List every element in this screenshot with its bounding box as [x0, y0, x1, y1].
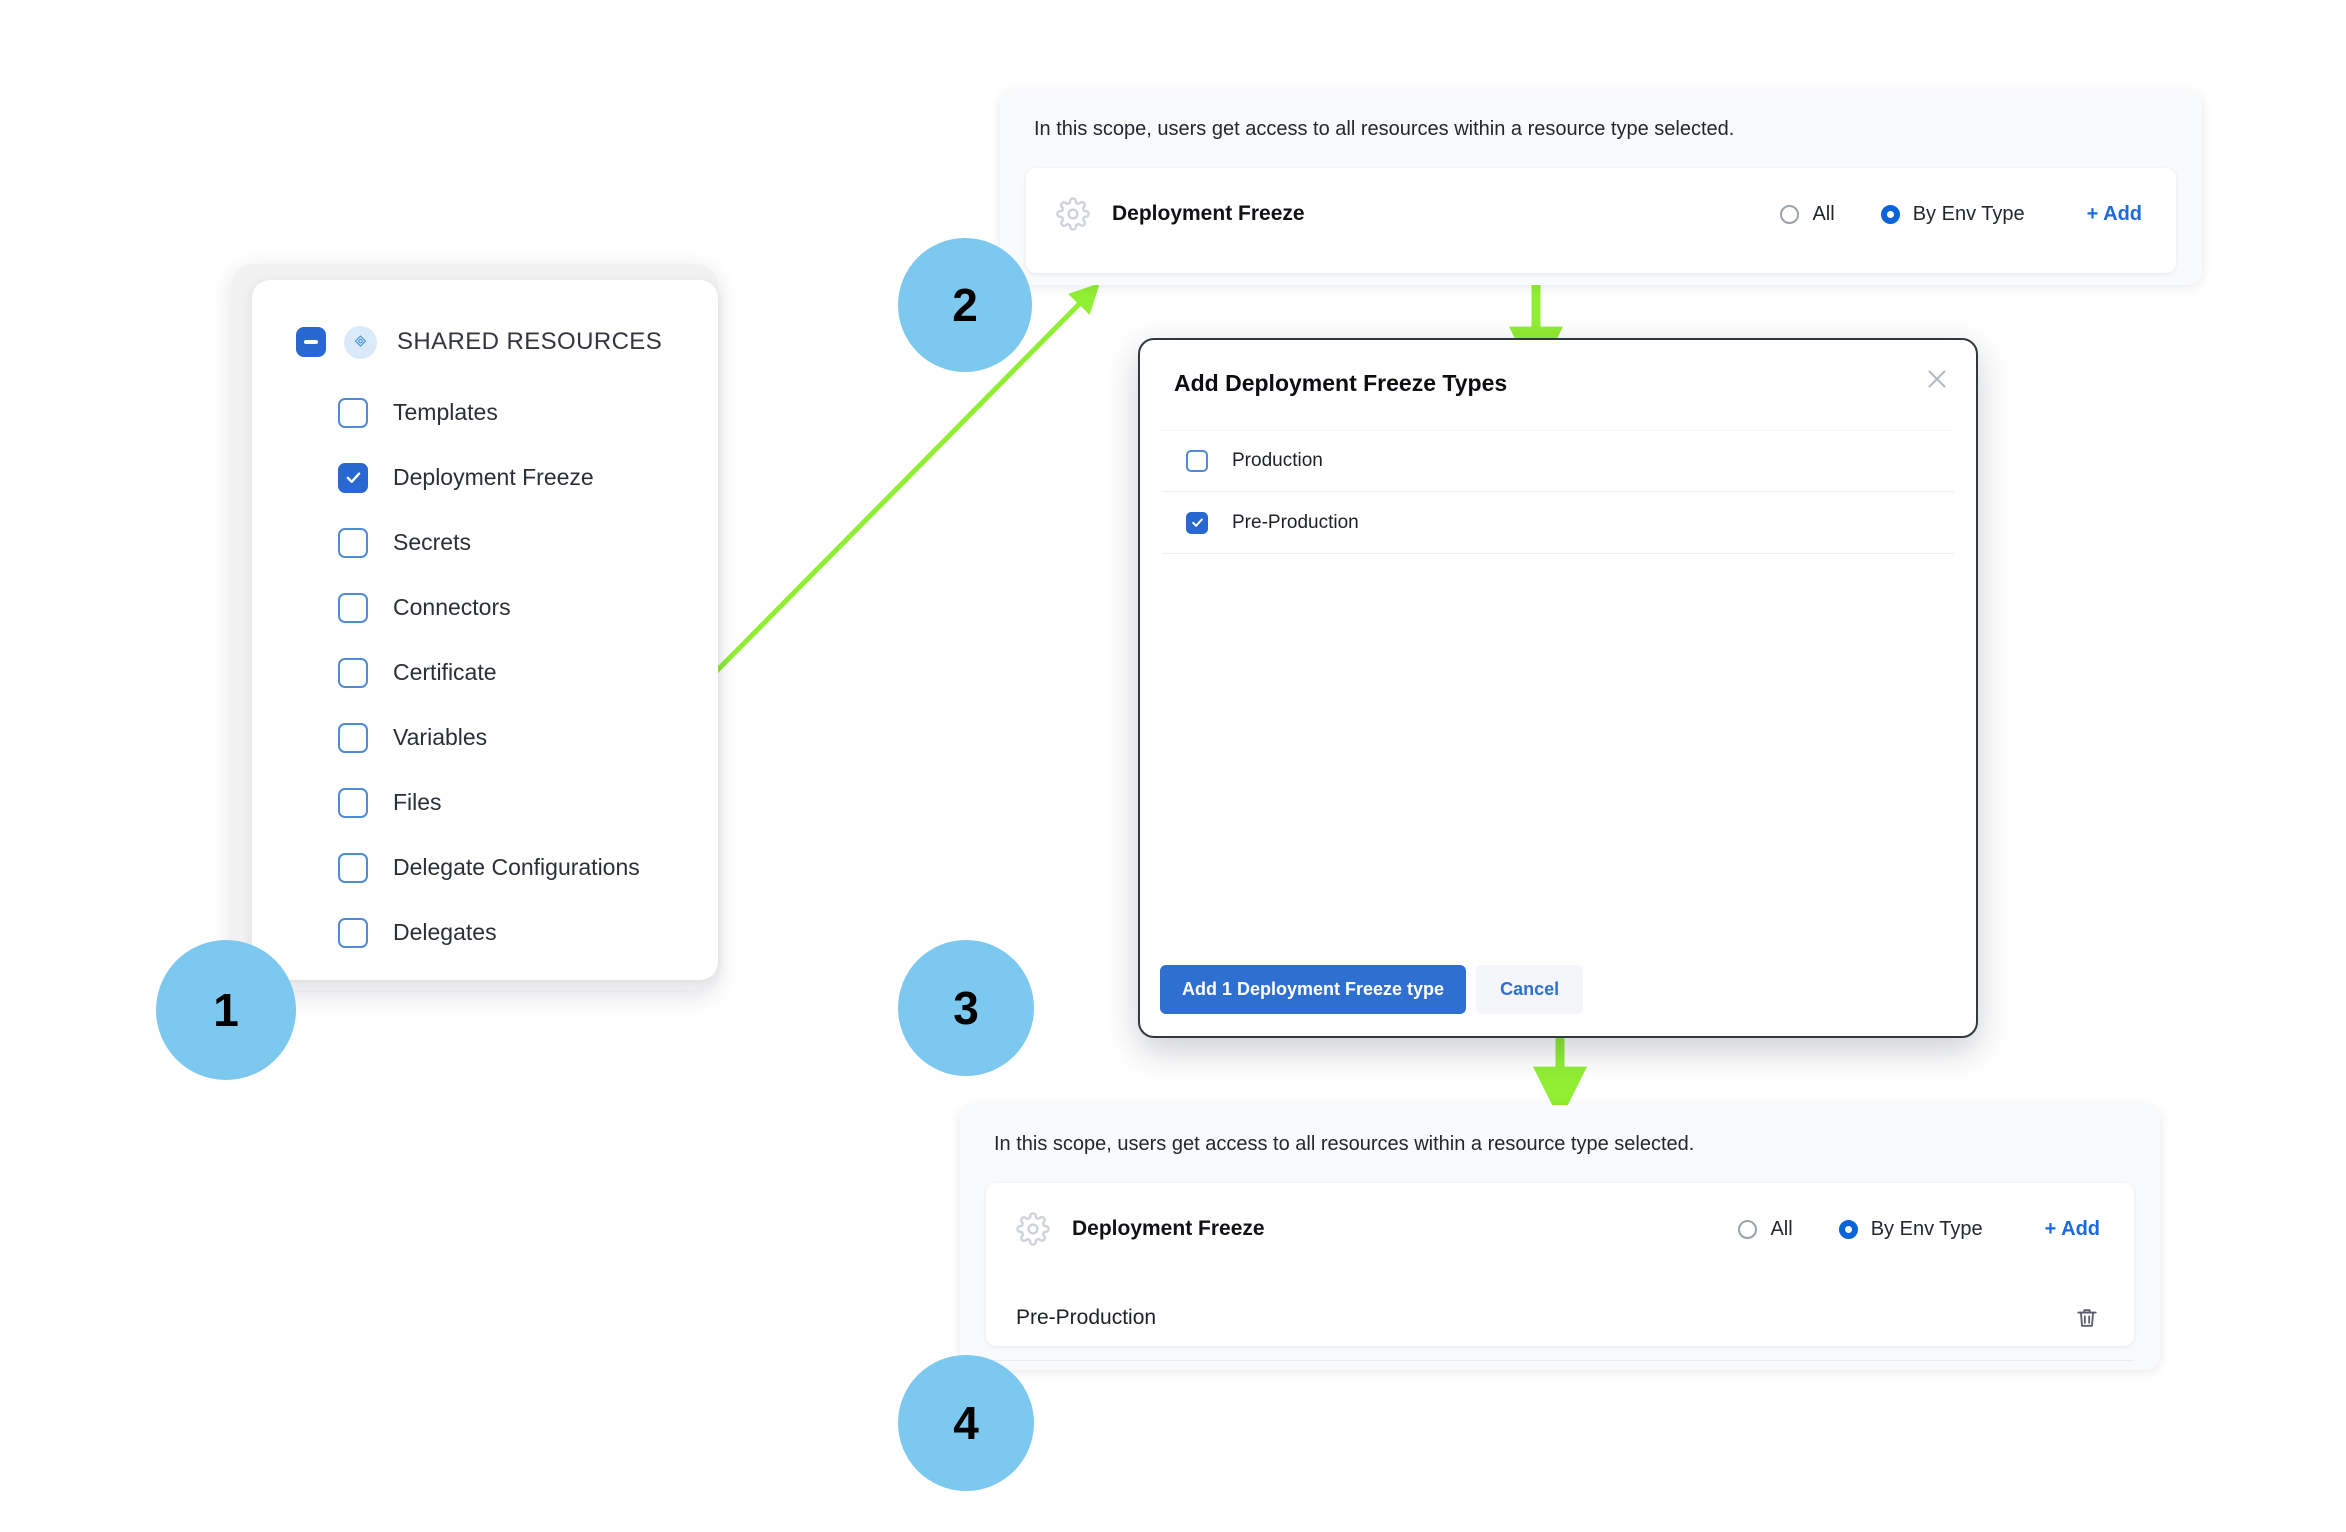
checkbox-files[interactable]	[338, 787, 368, 818]
step-marker-label: 3	[953, 982, 979, 1034]
step-marker-1: 1	[156, 940, 296, 1080]
list-item[interactable]: Files	[252, 770, 718, 835]
checkbox-certificate[interactable]	[338, 657, 368, 688]
list-item[interactable]: Deployment Freeze	[252, 445, 718, 510]
checkbox-variables[interactable]	[338, 722, 368, 753]
list-item[interactable]: Connectors	[252, 575, 718, 640]
step-marker-label: 4	[953, 1397, 979, 1449]
checkbox-delegate-configurations[interactable]	[338, 852, 368, 883]
radio-all-label: All	[1770, 1217, 1793, 1240]
list-item-label: Secrets	[393, 529, 471, 555]
add-button[interactable]: + Add	[2044, 1217, 2100, 1240]
step-marker-3: 3	[898, 940, 1034, 1076]
list-item[interactable]: Variables	[252, 705, 718, 770]
list-item-label: Certificate	[393, 659, 497, 685]
step-marker-2: 2	[898, 238, 1032, 372]
step-marker-4: 4	[898, 1355, 1034, 1491]
list-item[interactable]: Delegates	[252, 900, 718, 965]
checkbox-templates[interactable]	[338, 397, 368, 428]
resource-type-name: Deployment Freeze	[1112, 202, 1305, 225]
radio-by-env-type-label: By Env Type	[1912, 202, 2025, 225]
close-icon[interactable]	[1922, 364, 1952, 394]
list-item-label: Pre-Production	[1232, 511, 1359, 533]
list-item-label: Delegate Configurations	[393, 854, 640, 880]
freeze-type-options: Production Pre-Production	[1162, 430, 1954, 554]
radio-by-env-type[interactable]	[1838, 1219, 1858, 1239]
radio-by-env-type-label: By Env Type	[1870, 1217, 1983, 1240]
radio-option-all[interactable]: All	[1780, 202, 1835, 226]
checkbox-deployment-freeze[interactable]	[338, 462, 368, 493]
radio-all[interactable]	[1738, 1219, 1758, 1239]
radio-option-by-env-type[interactable]: By Env Type	[1880, 202, 2025, 226]
list-item-label: Variables	[393, 724, 488, 750]
step-marker-label: 1	[213, 984, 239, 1036]
radio-option-by-env-type[interactable]: By Env Type	[1838, 1217, 1983, 1241]
list-item-label: Templates	[393, 399, 498, 425]
selected-env-name: Pre-Production	[1016, 1305, 1157, 1329]
add-deployment-freeze-types-modal: Add Deployment Freeze Types Production P	[1138, 338, 1978, 1038]
shared-resources-title: SHARED RESOURCES	[397, 328, 663, 355]
list-item[interactable]: Pre-Production	[1162, 492, 1954, 554]
list-item-label: Production	[1232, 450, 1323, 471]
resource-type-card: Deployment Freeze All By Env Type + Add …	[986, 1183, 2134, 1361]
checkbox-production[interactable]	[1186, 450, 1208, 472]
selected-env-row: Pre-Production	[986, 1275, 2134, 1361]
resource-type-card: Deployment Freeze All By Env Type + Add	[1026, 168, 2176, 273]
radio-option-all[interactable]: All	[1738, 1217, 1793, 1241]
step-marker-label: 2	[952, 279, 978, 331]
resource-type-name: Deployment Freeze	[1072, 1217, 1265, 1240]
list-item-label: Deployment Freeze	[393, 464, 594, 490]
list-item[interactable]: Secrets	[252, 510, 718, 575]
checkbox-secrets[interactable]	[338, 527, 368, 558]
radio-all[interactable]	[1780, 204, 1800, 224]
add-freeze-types-button[interactable]: Add 1 Deployment Freeze type	[1160, 965, 1467, 1014]
list-item-label: Delegates	[393, 919, 497, 945]
arrow-sidebar-to-scope	[686, 283, 1100, 702]
trash-icon[interactable]	[2074, 1304, 2100, 1332]
modal-title: Add Deployment Freeze Types	[1174, 370, 1508, 396]
list-item-label: Files	[393, 789, 442, 815]
list-item[interactable]: Production	[1162, 430, 1954, 492]
resource-type-row: Deployment Freeze All By Env Type + Add	[1026, 168, 2176, 260]
resource-type-row: Deployment Freeze All By Env Type + Add	[986, 1183, 2134, 1275]
list-item[interactable]: Templates	[252, 380, 718, 445]
list-item-label: Connectors	[393, 594, 511, 620]
add-button[interactable]: + Add	[2086, 202, 2142, 225]
shared-resources-node-icon	[344, 325, 377, 359]
gear-icon	[1016, 1212, 1050, 1246]
scope-description: In this scope, users get access to all r…	[994, 1133, 1695, 1155]
shared-resources-list: Templates Deployment Freeze Secrets	[252, 380, 718, 965]
radio-by-env-type[interactable]	[1880, 204, 1900, 224]
gear-icon	[1056, 197, 1090, 231]
checkbox-pre-production[interactable]	[1186, 511, 1208, 534]
scope-panel-after: In this scope, users get access to all r…	[960, 1105, 2160, 1370]
scope-description: In this scope, users get access to all r…	[1034, 118, 1735, 140]
scope-panel-before: In this scope, users get access to all r…	[1000, 90, 2202, 285]
cancel-button[interactable]: Cancel	[1476, 965, 1584, 1014]
checkbox-connectors[interactable]	[338, 592, 368, 623]
modal-footer: Add 1 Deployment Freeze type Cancel	[1160, 965, 1584, 1014]
list-item[interactable]: Certificate	[252, 640, 718, 705]
shared-resources-header[interactable]: SHARED RESOURCES	[252, 322, 718, 362]
checkbox-delegates[interactable]	[338, 917, 368, 948]
shared-resources-card: SHARED RESOURCES Templates Deployment Fr…	[252, 280, 718, 980]
list-item[interactable]: Delegate Configurations	[252, 835, 718, 900]
radio-all-label: All	[1812, 202, 1835, 225]
shared-resources-parent-checkbox[interactable]	[296, 327, 326, 357]
